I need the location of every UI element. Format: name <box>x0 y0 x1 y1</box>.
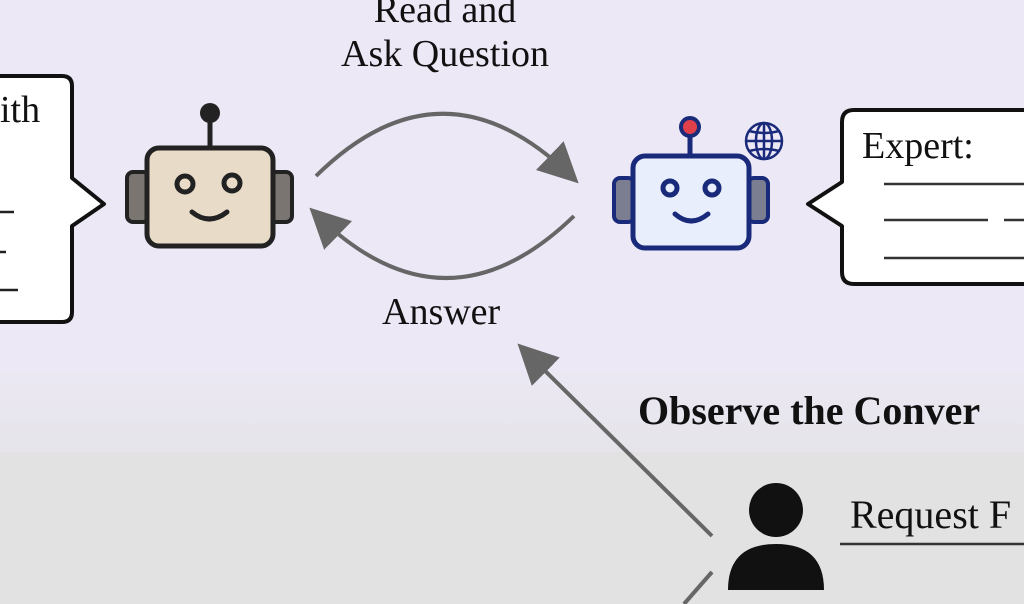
answer-arrow <box>309 207 576 280</box>
left-speech-bubble <box>0 74 106 324</box>
question-arrow <box>314 111 579 184</box>
background-transition <box>0 372 1024 452</box>
background-bottom <box>0 452 1024 604</box>
left-bubble-text: ith <box>0 89 41 131</box>
read-label-line1: Read and <box>373 0 517 31</box>
globe-icon <box>744 121 784 161</box>
robot-icon <box>612 116 770 251</box>
request-label: Request F <box>850 492 1012 537</box>
expert-speech-bubble <box>806 108 1024 286</box>
observe-arrow <box>517 343 714 538</box>
person-icon <box>728 483 824 590</box>
person-lower-line <box>682 570 714 604</box>
robot-icon <box>125 103 294 249</box>
answer-label: Answer <box>382 291 501 333</box>
read-and-ask-label: Read and Ask Question <box>320 0 570 76</box>
observe-heading: Observe the Conver <box>638 388 981 433</box>
read-label-line2: Ask Question <box>341 33 549 75</box>
expert-label: Expert: <box>862 125 974 167</box>
